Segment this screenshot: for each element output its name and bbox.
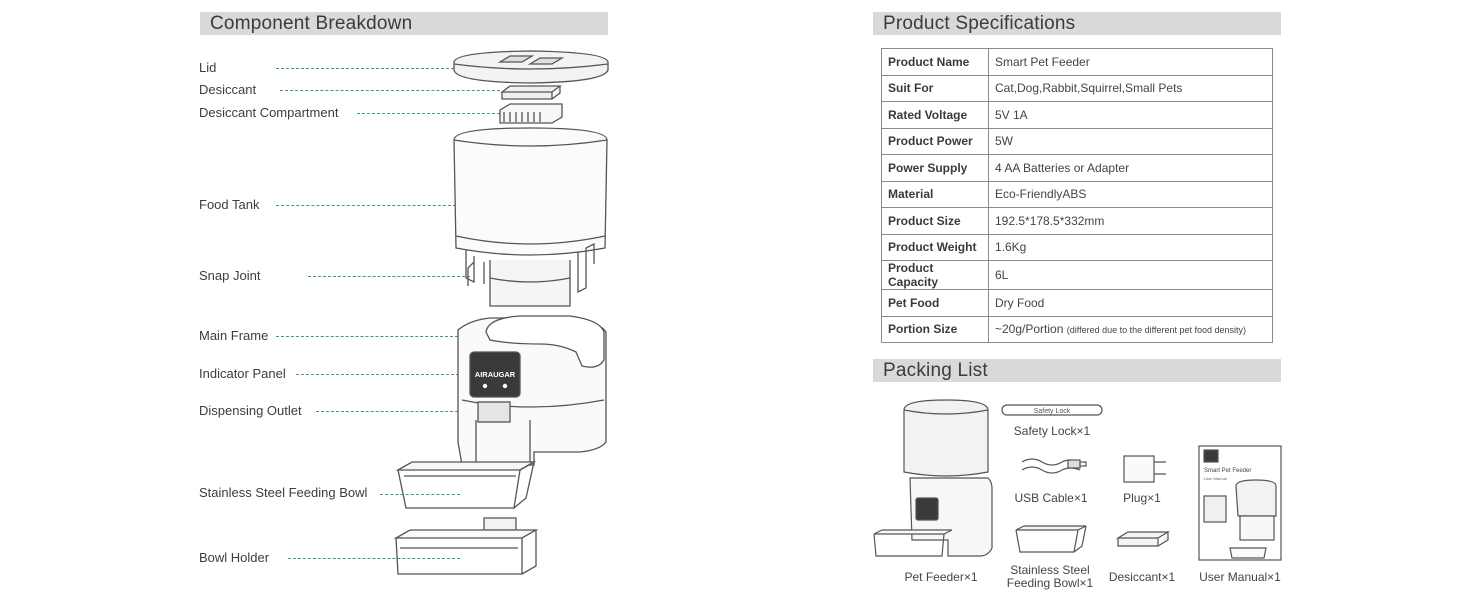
spec-value: 1.6Kg: [988, 233, 1273, 261]
usb-cable-image: [1021, 458, 1087, 474]
safety-lock-tag: Safety Lock: [1034, 408, 1071, 415]
spec-value: 6L: [988, 260, 1273, 290]
leader-desiccant-compartment: [357, 113, 500, 114]
portion-size-note: (differed due to the different pet food …: [1066, 325, 1247, 336]
label-feeding-bowl-2: Feeding Bowl×1: [1006, 576, 1094, 590]
leader-desiccant: [280, 90, 500, 91]
spec-key: Rated Voltage: [881, 101, 989, 129]
user-manual-image: [1198, 445, 1282, 561]
portion-size-value: ~20g/Portion: [995, 322, 1064, 337]
leader-lid: [276, 68, 454, 69]
leader-feeding-bowl: [380, 494, 460, 495]
manual-cover-subtitle: User Manual: [1204, 476, 1227, 481]
leader-bowl-holder: [288, 558, 460, 559]
label-safety-lock: Safety Lock×1: [1013, 424, 1091, 438]
label-desiccant: Desiccant×1: [1108, 570, 1176, 584]
safety-lock-image: [1001, 404, 1103, 416]
label-feeding-bowl-1: Stainless Steel: [1010, 563, 1090, 577]
panel-brand-text: AIRAUGAR: [475, 370, 516, 379]
spec-key: Product Name: [881, 48, 989, 76]
callout-indicator-panel: Indicator Panel: [199, 366, 286, 381]
spec-key: Product Power: [881, 127, 989, 155]
packing-desiccant-image: [1115, 531, 1171, 547]
packing-list-header: Packing List: [873, 359, 1281, 382]
spec-key: Portion Size: [881, 315, 989, 343]
spec-value: ~20g/Portion (differed due to the differ…: [988, 315, 1273, 343]
manual-cover-title: Smart Pet Feeder: [1204, 468, 1251, 474]
leader-snap-joint: [308, 276, 470, 277]
spec-value: Eco-FriendlyABS: [988, 180, 1273, 208]
spec-key: Pet Food: [881, 289, 989, 317]
label-plug: Plug×1: [1123, 491, 1161, 505]
packing-bowl-image: [1015, 525, 1087, 553]
feeding-bowl-part: [395, 460, 537, 509]
spec-value: 5W: [988, 127, 1273, 155]
plug-image: [1123, 455, 1166, 483]
label-user-manual: User Manual×1: [1199, 570, 1281, 584]
lid-part: [453, 50, 609, 84]
spec-value: Dry Food: [988, 289, 1273, 317]
bowl-holder-part: [393, 517, 539, 575]
spec-key: Material: [881, 180, 989, 208]
table-row: Portion Size~20g/Portion (differed due t…: [881, 315, 1273, 343]
callout-feeding-bowl: Stainless Steel Feeding Bowl: [199, 485, 368, 500]
spec-value: 192.5*178.5*332mm: [988, 207, 1273, 235]
leader-main-frame: [276, 336, 458, 337]
component-breakdown-header: Component Breakdown: [200, 12, 608, 35]
callout-desiccant: Desiccant: [199, 82, 257, 97]
desiccant-compartment-part: [499, 103, 563, 124]
leader-food-tank: [276, 205, 456, 206]
callout-desiccant-compartment: Desiccant Compartment: [199, 105, 339, 120]
desiccant-part: [500, 85, 562, 100]
spec-value: Smart Pet Feeder: [988, 48, 1273, 76]
leader-dispensing-outlet: [316, 411, 478, 412]
spec-key: Power Supply: [881, 154, 989, 182]
spec-key: Product Size: [881, 207, 989, 235]
label-pet-feeder: Pet Feeder×1: [904, 570, 978, 584]
spec-value: 4 AA Batteries or Adapter: [988, 154, 1273, 182]
label-usb-cable: USB Cable×1: [1014, 491, 1088, 505]
callout-lid: Lid: [199, 60, 217, 75]
callout-main-frame: Main Frame: [199, 328, 269, 343]
spec-value: Cat,Dog,Rabbit,Squirrel,Small Pets: [988, 74, 1273, 102]
product-specifications-header: Product Specifications: [873, 12, 1281, 35]
callout-dispensing-outlet: Dispensing Outlet: [199, 403, 302, 418]
main-frame-part: [457, 315, 607, 466]
spec-key: Product Capacity: [881, 260, 989, 290]
leader-indicator-panel: [296, 374, 474, 375]
callout-snap-joint: Snap Joint: [199, 268, 261, 283]
pet-feeder-image: [873, 399, 993, 557]
callout-food-tank: Food Tank: [199, 197, 260, 212]
callout-bowl-holder: Bowl Holder: [199, 550, 270, 565]
food-tank-part: [453, 127, 608, 307]
